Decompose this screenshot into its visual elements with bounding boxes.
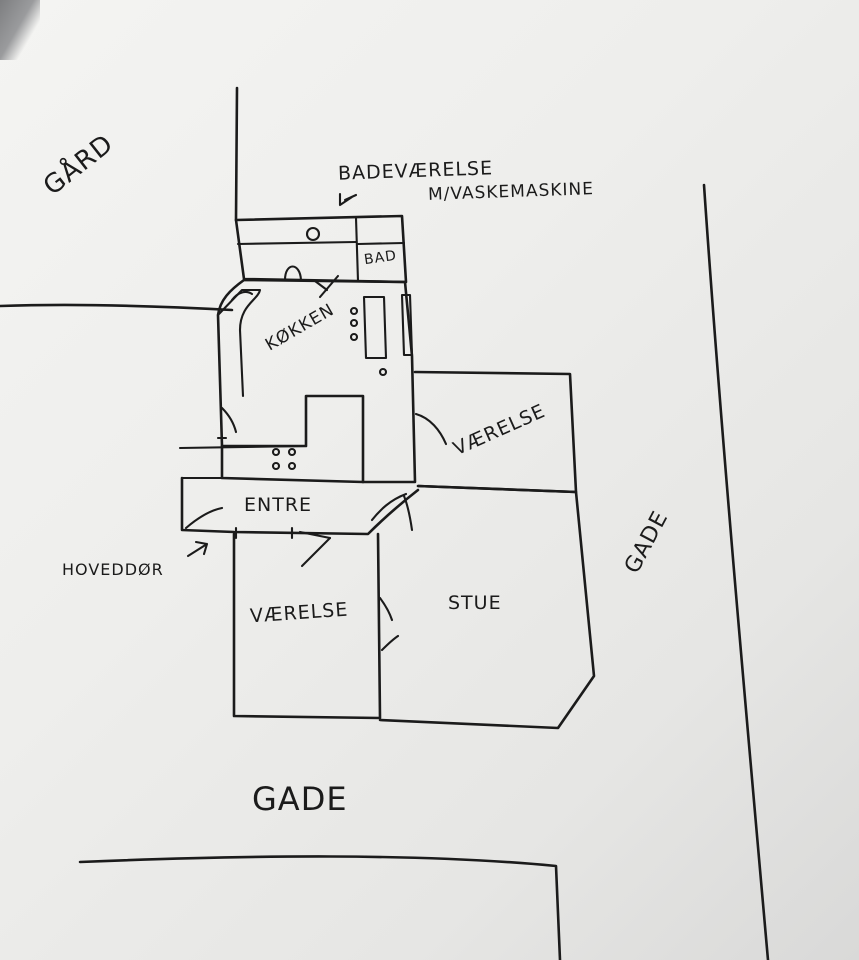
label-gade-bottom: GADE bbox=[252, 780, 348, 818]
kitchen-dot-2 bbox=[349, 318, 359, 328]
bathroom-door bbox=[313, 274, 340, 299]
kitchen-dot-4 bbox=[378, 367, 388, 377]
kitchen-pillar bbox=[400, 293, 414, 357]
entre-ticks bbox=[234, 526, 332, 540]
left-room-door bbox=[300, 536, 332, 568]
kitchen-door-left bbox=[216, 406, 238, 440]
hob-1 bbox=[271, 447, 281, 457]
stue-outline bbox=[378, 484, 596, 730]
bad-inner-line bbox=[356, 241, 406, 246]
bathroom-counter-line bbox=[236, 240, 358, 246]
yard-boundary-horizontal bbox=[0, 303, 234, 312]
label-entre: ENTRE bbox=[244, 494, 313, 516]
kitchen-fridge bbox=[362, 295, 388, 360]
kitchen-dot-3 bbox=[349, 332, 359, 342]
yard-boundary-vertical bbox=[234, 86, 239, 222]
hob-2 bbox=[287, 447, 297, 457]
hob-3 bbox=[271, 461, 281, 471]
front-door-swing bbox=[184, 506, 224, 530]
hob-4 bbox=[287, 461, 297, 471]
stue-door bbox=[378, 596, 400, 652]
bathroom-arrow bbox=[338, 192, 358, 207]
label-stue: STUE bbox=[448, 592, 502, 614]
paper-shadow bbox=[0, 0, 40, 60]
right-room-door bbox=[414, 412, 448, 446]
street-line-bottom bbox=[78, 855, 562, 960]
sink-symbol bbox=[305, 226, 321, 242]
kitchen-dot-1 bbox=[349, 306, 359, 316]
label-hoveddoer: HOVEDDØR bbox=[62, 560, 164, 579]
counter-detail bbox=[230, 290, 254, 302]
kitchen-counter-left bbox=[216, 288, 262, 398]
bathroom-divider bbox=[354, 216, 360, 283]
hoveddoer-arrow bbox=[186, 540, 209, 558]
street-line-right bbox=[702, 183, 770, 960]
entre-door-right bbox=[370, 492, 414, 532]
toilet-symbol bbox=[283, 265, 303, 282]
stove-row-line bbox=[178, 444, 308, 450]
left-room-outline bbox=[232, 532, 382, 720]
entre-outline bbox=[180, 476, 420, 536]
